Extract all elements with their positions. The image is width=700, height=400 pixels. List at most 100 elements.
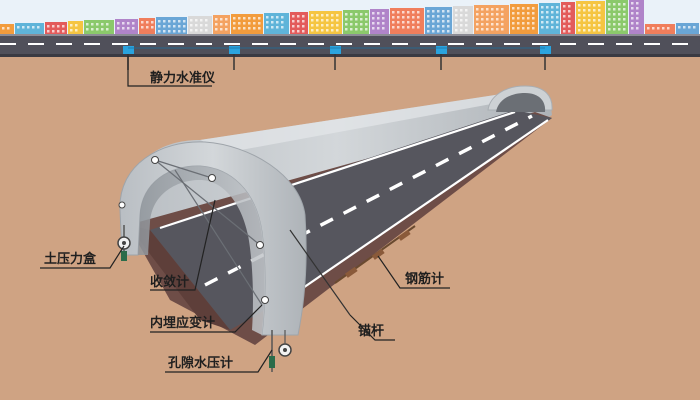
skyline-window xyxy=(432,15,435,18)
skyline-window xyxy=(568,5,571,8)
skyline-window xyxy=(512,22,515,25)
skyline-window xyxy=(407,16,410,19)
skyline-window xyxy=(432,25,435,28)
skyline-window xyxy=(501,8,504,11)
skyline-window xyxy=(2,27,5,30)
convergence-wire xyxy=(154,159,261,246)
skyline-window xyxy=(517,17,520,20)
skyline-window xyxy=(593,19,596,22)
skyline-window xyxy=(57,30,60,33)
skyline-building xyxy=(115,19,138,34)
skyline-window xyxy=(501,18,504,21)
skyline-window xyxy=(532,22,535,25)
skyline-building xyxy=(84,20,114,34)
skyline-building xyxy=(606,0,628,34)
skyline-window xyxy=(481,8,484,11)
skyline-window xyxy=(258,22,261,25)
skyline-window xyxy=(437,20,440,23)
skyline-window xyxy=(465,29,468,32)
skyline-window xyxy=(151,21,154,24)
rebar-meter-leader xyxy=(377,255,450,289)
anchor-rod-label: 锚杆 xyxy=(358,323,384,339)
skyline-window xyxy=(465,24,468,27)
skyline-window xyxy=(397,11,400,14)
skyline-window xyxy=(486,13,489,16)
skyline-window xyxy=(190,19,193,22)
skyline-window xyxy=(47,25,50,28)
skyline-window xyxy=(551,6,554,9)
skyline-window xyxy=(598,4,601,7)
skyline-window xyxy=(292,25,295,28)
skyline-window xyxy=(427,30,430,33)
skyline-window xyxy=(608,18,611,21)
skyline-window xyxy=(345,13,348,16)
skyline-window xyxy=(402,21,405,24)
pore-pressure-gauge-icon xyxy=(269,330,292,372)
skyline-window xyxy=(598,14,601,17)
skyline-window xyxy=(541,11,544,14)
skyline-window xyxy=(455,24,458,27)
skyline-window xyxy=(397,16,400,19)
skyline-window xyxy=(336,14,339,17)
measuring-point xyxy=(256,241,264,249)
static-level-leader xyxy=(127,56,212,87)
skyline-window xyxy=(321,14,324,17)
skyline-window xyxy=(588,29,591,32)
skyline-window xyxy=(173,30,176,33)
skyline-window xyxy=(532,12,535,15)
skyline-window xyxy=(556,6,559,9)
skyline-window xyxy=(292,30,295,33)
skyline-window xyxy=(96,28,99,31)
skyline-window xyxy=(173,20,176,23)
skyline-window xyxy=(178,30,181,33)
skyline-window xyxy=(336,19,339,22)
skyline-window xyxy=(527,12,530,15)
skyline-window xyxy=(693,26,696,29)
skyline-window xyxy=(447,25,450,28)
skyline-window xyxy=(546,21,549,24)
skyline-window xyxy=(377,12,380,15)
skyline-window xyxy=(70,29,73,32)
strain-gauge-leader xyxy=(150,304,263,333)
skyline-window xyxy=(345,28,348,31)
skyline-window xyxy=(442,15,445,18)
skyline-window xyxy=(578,24,581,27)
skyline-window xyxy=(302,20,305,23)
skyline-window xyxy=(205,19,208,22)
skyline-window xyxy=(647,27,650,30)
skyline-window xyxy=(427,20,430,23)
skyline-window xyxy=(608,3,611,6)
skyline-window xyxy=(636,7,639,10)
pressure-gauge-icon xyxy=(117,225,131,261)
skyline-window xyxy=(437,30,440,33)
skyline-window xyxy=(623,8,626,11)
skyline-window xyxy=(243,27,246,30)
skyline-window xyxy=(266,26,269,29)
skyline-building xyxy=(645,24,675,34)
skyline-window xyxy=(465,14,468,17)
skyline-window xyxy=(326,14,329,17)
skyline-window xyxy=(427,15,430,18)
skyline-window xyxy=(588,24,591,27)
skyline-window xyxy=(527,27,530,30)
skyline-window xyxy=(17,26,20,29)
skyline-window xyxy=(522,12,525,15)
static-level-sensor-icon xyxy=(229,46,240,70)
skyline-window xyxy=(311,24,314,27)
skyline-window xyxy=(491,18,494,21)
skyline-window xyxy=(276,26,279,29)
skyline-window xyxy=(618,18,621,21)
skyline-window xyxy=(392,26,395,29)
skyline-window xyxy=(407,26,410,29)
skyline-window xyxy=(551,16,554,19)
skyline-building xyxy=(156,17,187,34)
skyline-window xyxy=(455,29,458,32)
skyline-window xyxy=(496,13,499,16)
skyline-window xyxy=(437,15,440,18)
skyline-window xyxy=(70,24,73,27)
skyline-window xyxy=(486,8,489,11)
skyline-window xyxy=(512,27,515,30)
skyline-window xyxy=(233,17,236,20)
skyline-window xyxy=(486,23,489,26)
skyline-window xyxy=(316,19,319,22)
